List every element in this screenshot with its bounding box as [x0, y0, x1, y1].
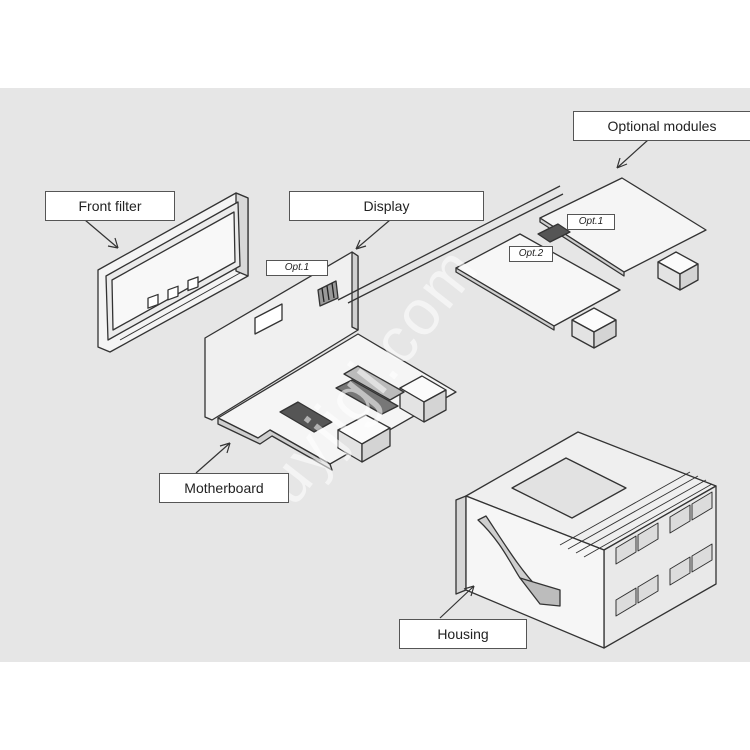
front-filter-window	[187, 276, 199, 292]
callout-front-filter: Front filter	[45, 191, 175, 221]
front-filter-window	[167, 285, 179, 301]
optional-module-1	[537, 177, 707, 291]
tag-display-opt1: Opt.1	[266, 260, 328, 276]
callout-arrows	[84, 139, 649, 619]
optional-module-2	[455, 233, 621, 349]
tag-module-opt1: Opt.1	[567, 214, 615, 230]
display-board	[204, 251, 359, 421]
callout-motherboard: Motherboard	[159, 473, 289, 503]
front-filter-window	[147, 293, 159, 309]
front-filter-part	[97, 192, 249, 353]
motherboard-part	[217, 333, 457, 471]
tag-module-opt2: Opt.2	[509, 246, 553, 262]
callout-display: Display	[289, 191, 484, 221]
callout-housing: Housing	[399, 619, 527, 649]
callout-optional-modules: Optional modules	[573, 111, 750, 141]
housing-part	[455, 431, 717, 649]
